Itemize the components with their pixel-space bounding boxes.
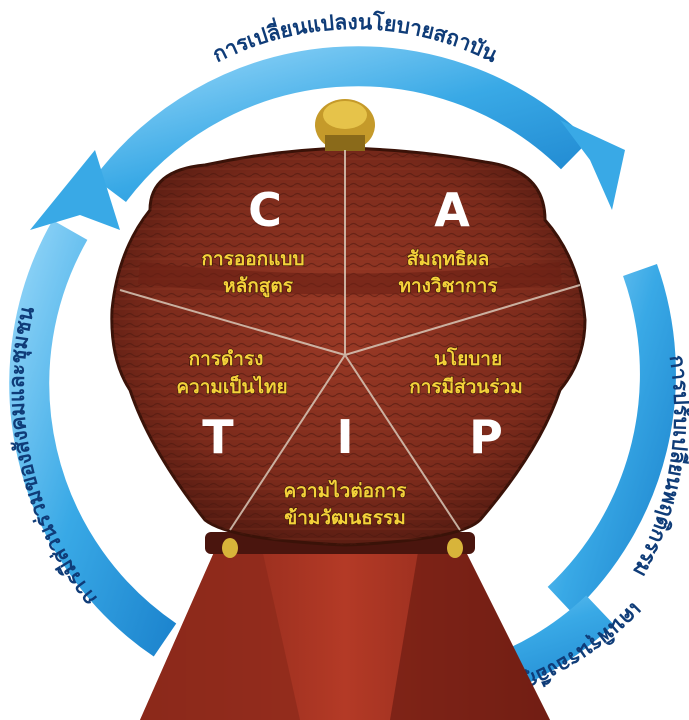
segment-a-letter: A [434, 183, 470, 237]
segment-a-line1: สัมฤทธิผล [407, 248, 490, 270]
segment-c-line2: หลักสูตร [223, 275, 294, 298]
segment-t-letter: T [202, 410, 234, 464]
segment-a-line2: ทางวิชาการ [398, 275, 498, 297]
segment-c-letter: C [248, 183, 282, 237]
segment-t-line2: ความเป็นไทย [176, 374, 287, 398]
segment-p-letter: P [469, 410, 503, 464]
segment-i-line1: ความไวต่อการ [284, 479, 408, 502]
basket-stand [140, 532, 550, 720]
arrow-head-left [30, 150, 120, 230]
segment-p-line2: การมีส่วนร่วม [409, 376, 523, 398]
segment-i-letter: I [336, 410, 353, 464]
segment-p-line1: นโยบาย [434, 347, 502, 370]
basket [112, 99, 585, 545]
segment-c-line1: การออกแบบ [201, 248, 304, 270]
segment-t-line1: การดำรง [189, 348, 264, 370]
segment-i-line2: ข้ามวัฒนธรรม [284, 507, 406, 529]
